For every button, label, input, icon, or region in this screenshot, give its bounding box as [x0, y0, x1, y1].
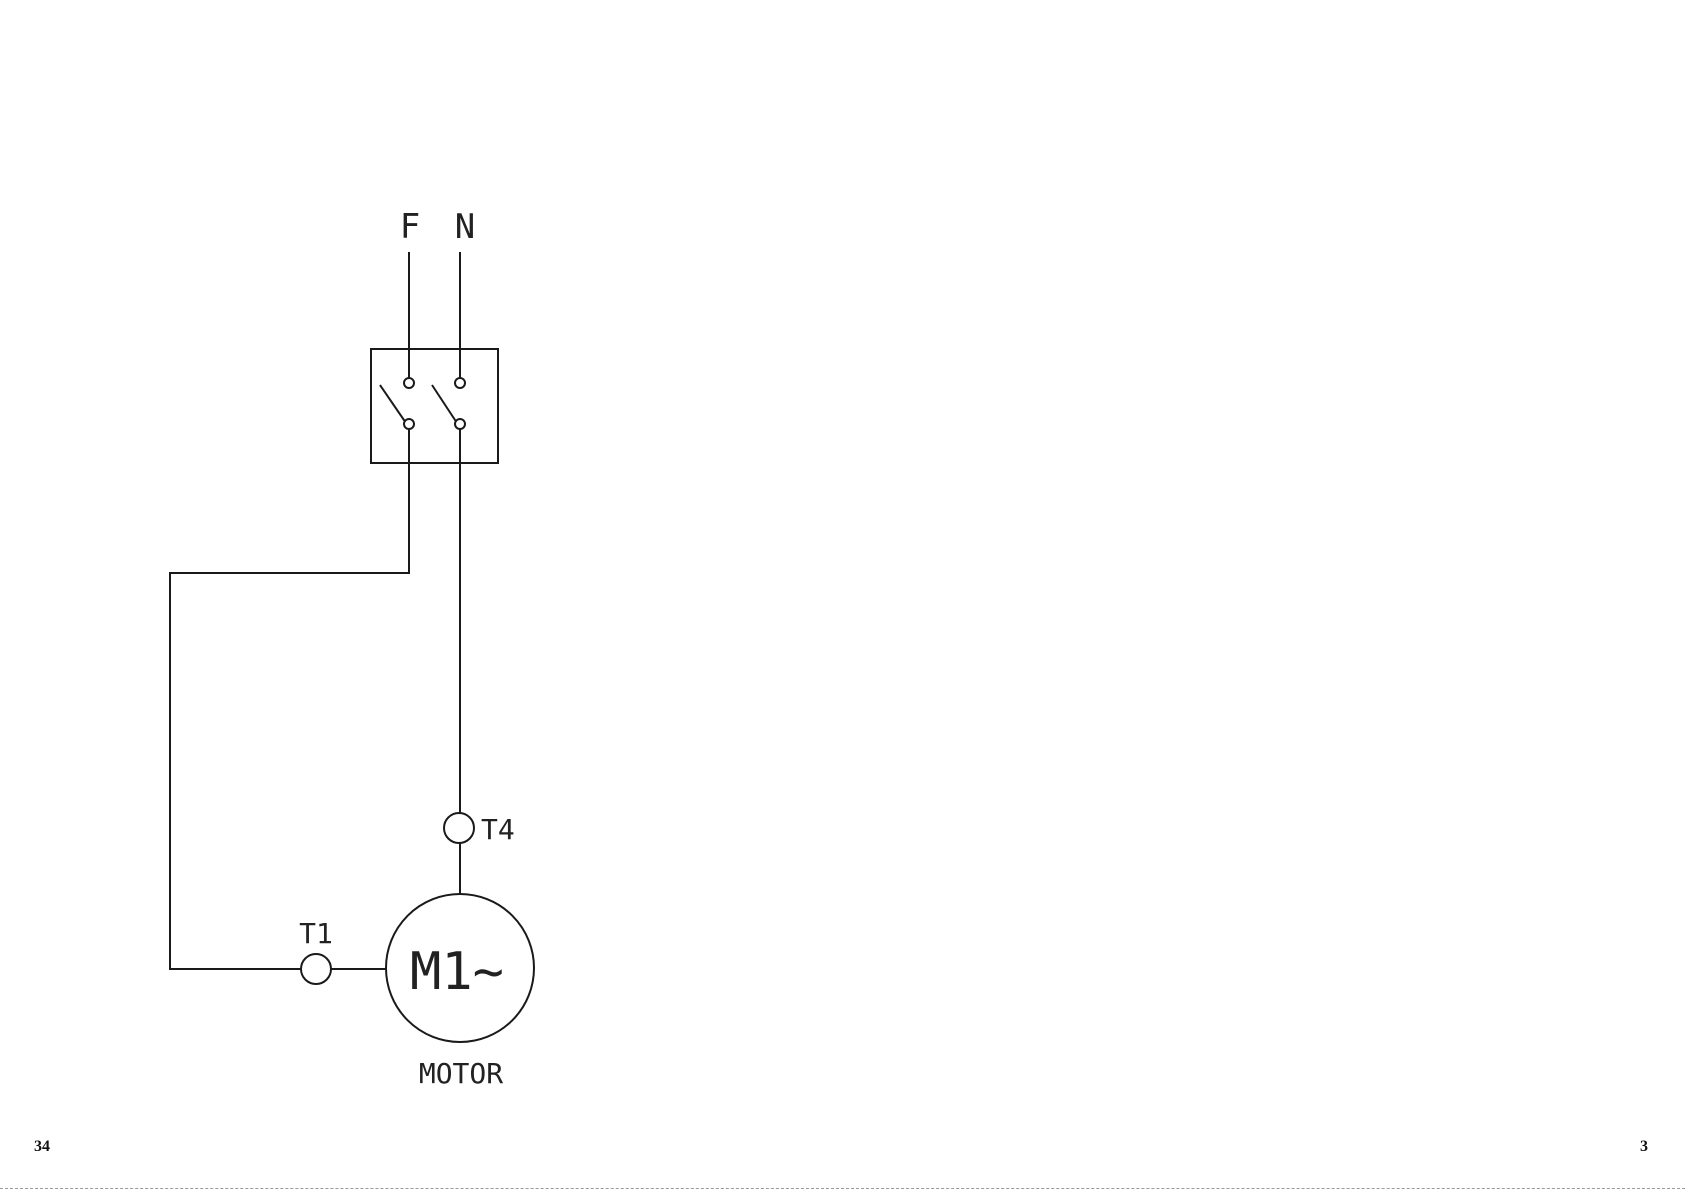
- terminal-t1-label: T1: [299, 917, 333, 950]
- switch-contact-phase-bottom: [404, 419, 414, 429]
- page-number-right: 3: [1640, 1138, 1648, 1156]
- terminal-t1: [301, 954, 331, 984]
- phase-label: F: [400, 207, 420, 247]
- page-number-left: 34: [34, 1138, 50, 1156]
- motor-caption: MOTOR: [419, 1057, 503, 1090]
- motor-symbol-label: M1~: [410, 942, 504, 1002]
- phase-to-t1-wire: [170, 429, 409, 969]
- switch-contact-neutral-top: [455, 378, 465, 388]
- switch-blade-neutral: [432, 385, 457, 423]
- terminal-t4-label: T4: [481, 813, 515, 846]
- switch-contact-phase-top: [404, 378, 414, 388]
- double-pole-switch: [371, 349, 498, 463]
- bottom-divider: [0, 1188, 1685, 1189]
- terminal-t4: [444, 813, 474, 843]
- switch-blade-phase: [380, 385, 406, 423]
- neutral-label: N: [455, 207, 475, 247]
- switch-contact-neutral-bottom: [455, 419, 465, 429]
- switch-box: [371, 349, 498, 463]
